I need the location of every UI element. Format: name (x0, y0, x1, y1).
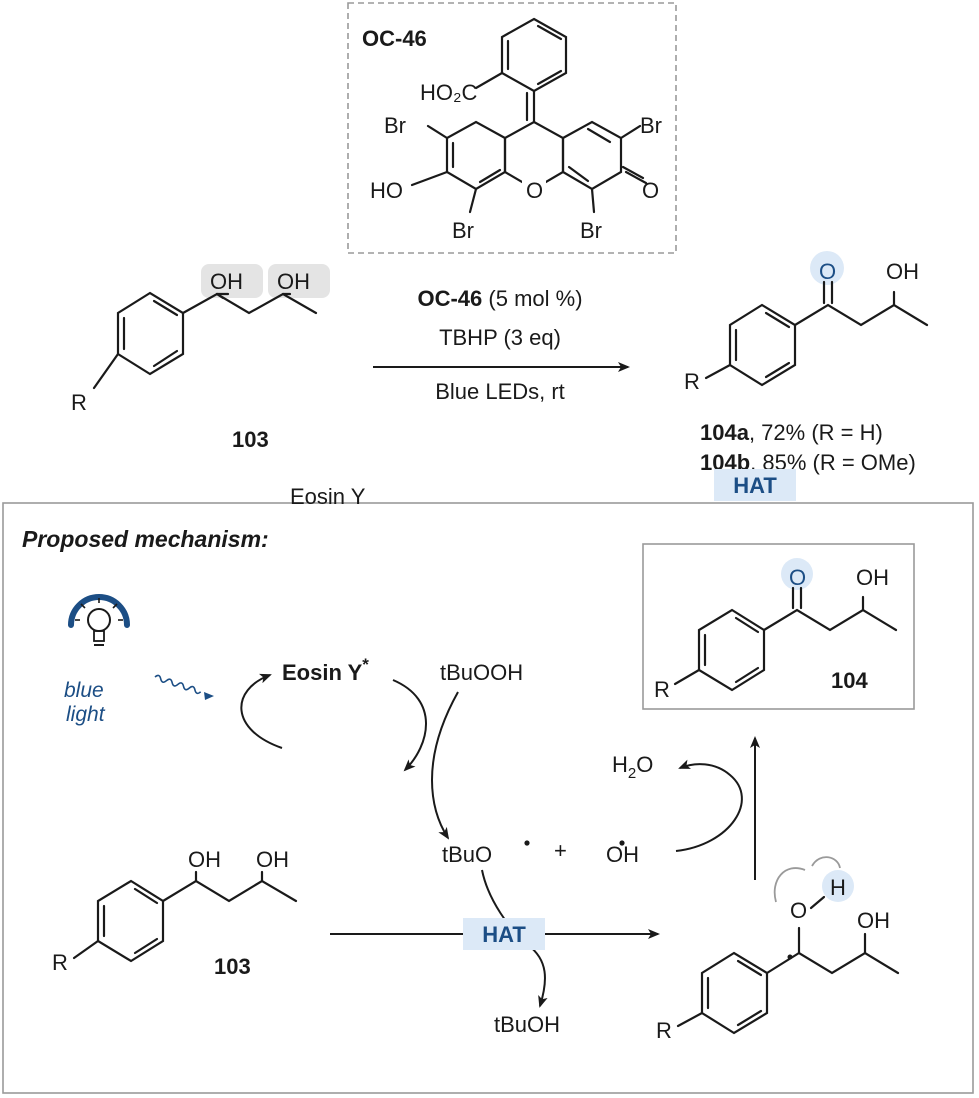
catalyst-frame (347, 2, 677, 254)
light-wave-arrow-icon (154, 674, 214, 700)
eosin-excited-label: Eosin Y* (282, 655, 369, 685)
hat-label-1: HAT (482, 922, 526, 947)
carbonyl-oxygen-label: O (819, 259, 836, 284)
conditions-catalyst: OC-46 (5 mol %) (417, 286, 582, 311)
eosin-quench-arrow (392, 679, 427, 772)
hydroxy-label: HO (370, 178, 403, 203)
bromine-bottom-left: Br (452, 218, 474, 243)
light-bulb-icon (68, 594, 130, 646)
bromine-top-left: Br (384, 113, 406, 138)
eosin-y-ground-state-label-bound: Eosin Y (290, 484, 366, 509)
compound-label-103: 103 (214, 954, 251, 979)
carboxylic-acid-label: HO₂C (420, 80, 478, 105)
eosin-excitation-arrow (240, 673, 283, 749)
substrate-103-top: OH OH R 103 (71, 264, 330, 452)
water-label: H2O (612, 752, 653, 782)
product-104-top: O OH R 104a, 72% (R = H) 104b, 85% (R = … (684, 251, 929, 475)
yield-104a: 104a, 72% (R = H) (700, 420, 883, 445)
hydroxyl-radical-label: OH (606, 842, 639, 867)
ring-oxygen-label: O (526, 178, 543, 203)
hydroxyl-label-2: OH (277, 269, 310, 294)
r-group-label: R (71, 390, 87, 415)
carbonyl-highlight (781, 558, 813, 590)
r-group-label: R (52, 950, 68, 975)
hat-badge-2-shown (714, 469, 796, 501)
ketyl-oxygen-label: O (790, 898, 807, 923)
ketyl-hydroxyl-label: OH (857, 908, 890, 933)
hydrogen-highlight (822, 870, 854, 902)
reaction-conditions: OC-46 (5 mol %) TBHP (3 eq) Blue LEDs, r… (373, 286, 630, 404)
product-hydroxyl-label: OH (856, 565, 889, 590)
bromine-bottom-right: Br (580, 218, 602, 243)
plus-sign: + (554, 838, 567, 863)
tbuo-radical-dot (524, 840, 530, 846)
catalyst-structure: OC-46 HO₂C O O Br Br HO Br Br (347, 2, 677, 254)
tbuooh-label: tBuOOH (440, 660, 523, 685)
ketyl-radical-intermediate: O H OH R (656, 856, 900, 1043)
oh-radical-dot (619, 840, 625, 846)
product-hydroxyl-label: OH (886, 259, 919, 284)
substrate-103-mechanism: OH OH R 103 (52, 847, 298, 979)
product-104-box: O OH R 104 (642, 543, 915, 710)
hydroxyl-label-2: OH (256, 847, 289, 872)
tbuooh-cleavage-arrow (431, 691, 459, 840)
carbonyl-oxygen-label: O (789, 565, 806, 590)
hydroxyl-label-1: OH (188, 847, 221, 872)
oh-highlight (201, 264, 263, 298)
product-frame (642, 543, 915, 710)
hydroxyl-label-1: OH (210, 269, 243, 294)
compound-label-103: 103 (232, 427, 269, 452)
hat-label-2: HAT (733, 473, 777, 498)
keto-oxygen-label: O (642, 178, 659, 203)
compound-label-104: 104 (831, 668, 868, 693)
conditions-light: Blue LEDs, rt (435, 379, 565, 404)
bromine-top-right: Br (640, 113, 662, 138)
carbonyl-highlight (810, 251, 844, 285)
conditions-oxidant: TBHP (3 eq) (439, 325, 561, 350)
mechanism-panel-frame (2, 502, 974, 1094)
catalyst-name: OC-46 (362, 26, 427, 51)
oh-abstraction-arrow (675, 759, 743, 852)
tbuo-radical-label: tBuO (442, 842, 492, 867)
oh-highlight (268, 264, 330, 298)
ketyl-r-group-label: R (656, 1018, 672, 1043)
light-label-blue: blue (64, 679, 104, 702)
product-r-group-label: R (684, 369, 700, 394)
hat-badge-1 (463, 918, 545, 950)
product-r-group-label: R (654, 677, 670, 702)
mechanism-title: Proposed mechanism: (22, 526, 269, 552)
ketyl-hydrogen-label: H (830, 875, 846, 900)
tbuoh-label: tBuOH (494, 1012, 560, 1037)
light-label-light: light (66, 703, 106, 726)
